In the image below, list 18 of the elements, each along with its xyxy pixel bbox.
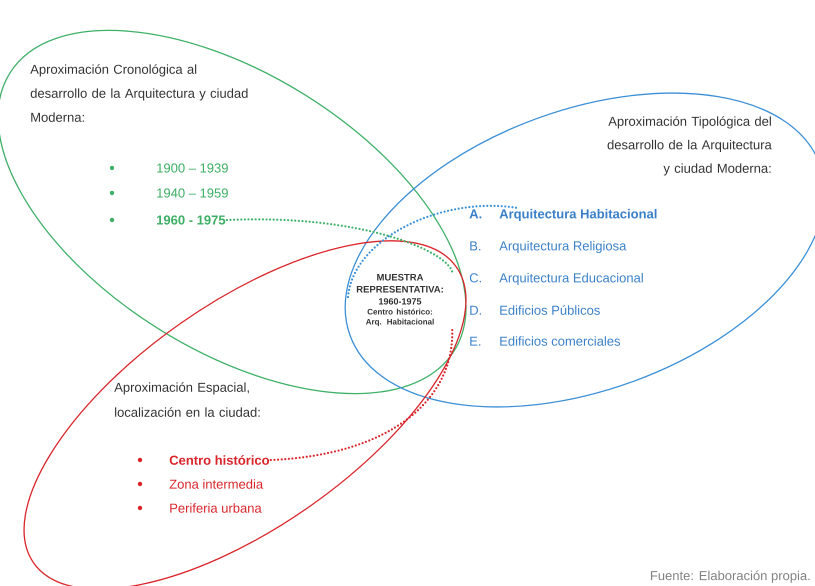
heading-text: Aproximación Espacial, localización en la ciudad: — [114, 382, 260, 417]
list-item: Centro histórico — [170, 455, 270, 465]
heading-text: Aproximación Tipológica del desarrollo de la Arquitectura y ciudad Moderna: — [608, 116, 772, 176]
list-item: 1940 – 1959 — [157, 188, 228, 198]
list-item: Zona intermedia — [170, 479, 264, 489]
list-item: 1900 – 1939 — [157, 163, 228, 173]
list-item: 1960 - 1975 — [157, 215, 226, 225]
list-item: C. Arquitectura Educacional — [470, 272, 643, 286]
list-item: Periferia urbana — [170, 503, 262, 513]
list-item: D. Edificios Públicos — [470, 305, 600, 315]
summary-text: MUESTRA REPRESENTATIVA: 1960-1975 Centro histórico: Arq. Habitacional — [356, 274, 443, 326]
heading-text: Aproximación Cronológica al desarrollo de la Arquitectura y ciudad Moderna: — [30, 64, 248, 122]
list-item: B. Arquitectura Religiosa — [470, 240, 626, 254]
dotted-connector — [226, 218, 454, 273]
list-item: E. Edificios comerciales — [470, 336, 620, 346]
source-note: Fuente: Elaboración propia. — [650, 570, 810, 583]
list-item: A. Arquitectura Habitacional — [470, 208, 656, 222]
dotted-connector — [270, 327, 454, 462]
